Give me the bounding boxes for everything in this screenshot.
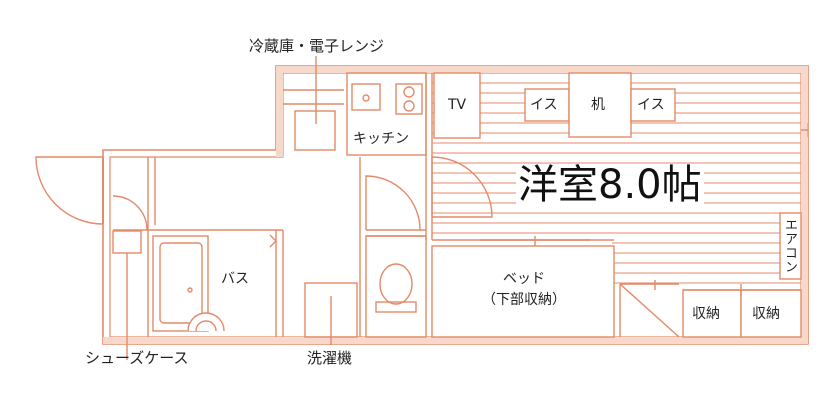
tv-label: TV	[448, 97, 467, 113]
chair-right	[630, 88, 676, 122]
room-door	[431, 156, 493, 218]
bed-sublabel: （下部収納）	[482, 292, 566, 308]
bathtub	[152, 235, 209, 332]
shoe-case-label: シューズケース	[85, 349, 189, 367]
stove	[395, 83, 423, 115]
storage-left-label: 収納	[692, 306, 720, 322]
aircon-label: エアコン	[782, 218, 797, 274]
chair-left	[524, 88, 570, 122]
aircon	[779, 212, 802, 280]
chair-right-label: イス	[637, 97, 665, 113]
washer-label: 洗濯機	[307, 349, 353, 367]
bed-label: ベッド	[503, 271, 545, 287]
chair-left-label: イス	[530, 97, 558, 113]
toilet-bowl	[379, 263, 413, 305]
sink	[351, 83, 381, 111]
bed	[431, 245, 615, 338]
desk	[568, 72, 632, 138]
toilet-room	[365, 235, 427, 338]
fridge-microwave-label: 冷蔵庫・電子レンジ	[249, 37, 385, 55]
toilet-door	[365, 175, 421, 231]
fridge	[294, 110, 336, 151]
front-door	[35, 156, 104, 225]
kitchen-counter	[346, 72, 427, 156]
kitchen-label: キッチン	[353, 131, 409, 147]
storage-left	[682, 289, 742, 338]
tv-stand	[433, 72, 481, 139]
bath-label: バス	[221, 271, 249, 287]
room-title: 洋室8.0帖	[516, 162, 704, 208]
storage-right-label: 収納	[752, 306, 780, 322]
desk-label: 机	[591, 97, 605, 113]
toilet-tank	[375, 301, 417, 313]
entrance-door	[112, 195, 148, 231]
shoe-case-box	[112, 230, 142, 254]
